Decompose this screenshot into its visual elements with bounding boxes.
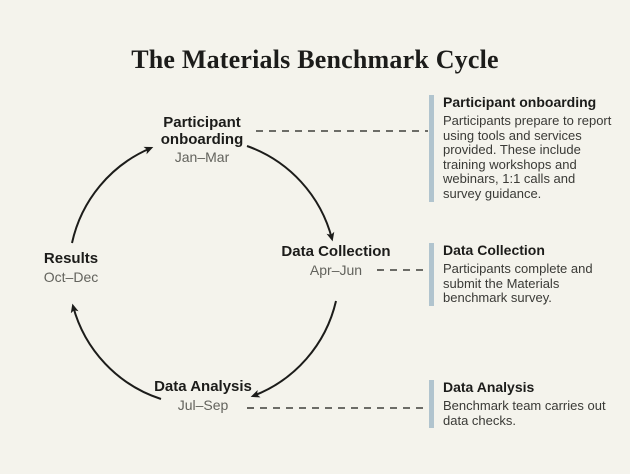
node-label: Participant onboarding (160, 114, 244, 148)
node-months: Jan–Mar (174, 149, 230, 165)
node-label: Data Analysis (154, 378, 252, 395)
panel-body: Participants prepare to report using too… (443, 113, 612, 201)
panel-accent-bar (429, 95, 434, 202)
panel-body: Participants complete and submit the Mat… (443, 261, 593, 306)
cycle-node-data-analysis: Data Analysis Jul–Sep (148, 378, 258, 413)
panel-text: Participant onboarding Participants prep… (443, 95, 613, 202)
panel-text: Data Collection Participants complete an… (443, 243, 613, 306)
panel-text: Data Analysis Benchmark team carries out… (443, 380, 613, 428)
panel-heading: Data Analysis (443, 379, 535, 395)
panel-heading: Data Collection (443, 242, 545, 258)
node-label: Results (43, 250, 99, 267)
node-months: Apr–Jun (309, 261, 363, 278)
panel-accent-bar (429, 243, 434, 306)
arc-analysis-to-results (70, 303, 162, 400)
arc-onboarding-to-collection (246, 145, 335, 242)
cycle-node-data-collection: Data Collection Apr–Jun (281, 243, 391, 278)
arc-results-to-onboarding (71, 146, 154, 244)
panel-data-collection: Data Collection Participants complete an… (429, 243, 613, 312)
cycle-node-results: Results Oct–Dec (16, 250, 126, 285)
panel-heading: Participant onboarding (443, 94, 597, 110)
cycle-node-participant-onboarding: Participant onboarding Jan–Mar (137, 114, 267, 165)
arc-collection-to-analysis (250, 300, 337, 398)
panel-accent-bar (429, 380, 434, 429)
page-title: The Materials Benchmark Cycle (131, 45, 499, 75)
panel-data-analysis: Data Analysis Benchmark team carries out… (429, 380, 613, 434)
node-months: Oct–Dec (43, 268, 99, 285)
panel-body: Benchmark team carries out data checks. (443, 398, 606, 428)
node-months: Jul–Sep (177, 396, 229, 413)
panel-participant-onboarding: Participant onboarding Participants prep… (429, 95, 613, 208)
node-label: Data Collection (281, 243, 391, 260)
